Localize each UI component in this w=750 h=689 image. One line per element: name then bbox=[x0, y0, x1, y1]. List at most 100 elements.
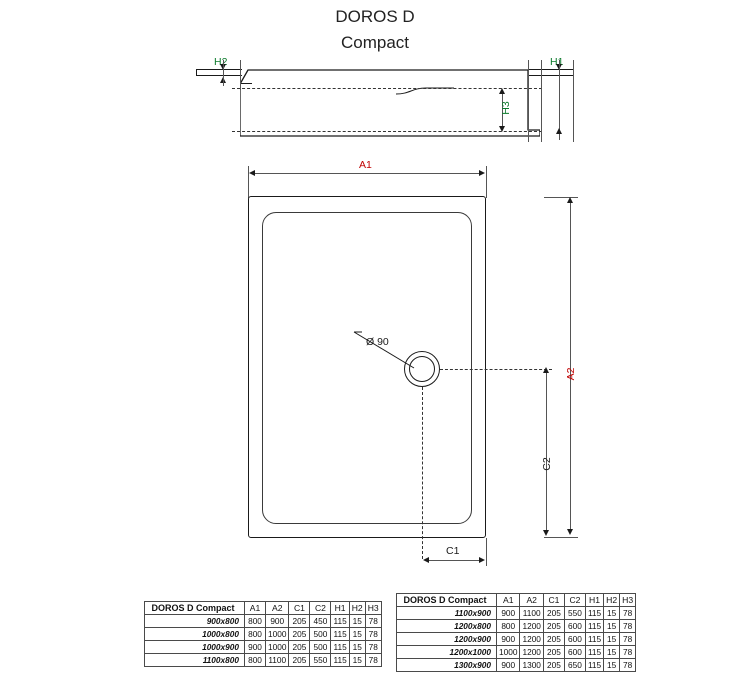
drain-outer-circle bbox=[404, 351, 440, 387]
cell-h2: 15 bbox=[603, 645, 621, 659]
cell-a1: 800 bbox=[495, 619, 521, 633]
cell-c2: 600 bbox=[563, 645, 586, 659]
cell-a1: 800 bbox=[244, 614, 266, 628]
cell-a2: 1200 bbox=[519, 632, 544, 646]
flange-left-bottom-line bbox=[196, 75, 242, 76]
extension-tick-right-b bbox=[541, 60, 542, 142]
cell-h1: 115 bbox=[584, 632, 605, 646]
header-c1: C1 bbox=[542, 593, 565, 607]
cell-c2: 600 bbox=[563, 619, 586, 633]
dim-a1-line bbox=[252, 173, 482, 174]
cell-h3: 78 bbox=[364, 640, 382, 654]
dim-h1-extension bbox=[559, 60, 560, 140]
cell-model: 1000x900 bbox=[144, 640, 245, 654]
cell-c2: 550 bbox=[309, 653, 332, 667]
extension-tick-right-c bbox=[573, 60, 574, 142]
header-a1: A1 bbox=[244, 601, 266, 615]
table-row: 1200x1000 1000 1200 205 600 115 15 78 bbox=[396, 645, 637, 659]
cell-c1: 205 bbox=[542, 645, 565, 659]
cell-h2: 15 bbox=[603, 606, 621, 620]
header-h3: H3 bbox=[364, 601, 382, 615]
dim-c1-label: C1 bbox=[446, 545, 460, 557]
tray-inner-basin bbox=[262, 212, 472, 524]
header-h3: H3 bbox=[619, 593, 637, 607]
drain-centerline-horizontal bbox=[440, 369, 552, 370]
cell-a2: 1100 bbox=[519, 606, 544, 620]
header-h1: H1 bbox=[330, 601, 350, 615]
spec-table-right: DOROS D Compact A1 A2 C1 C2 H1 H2 H3 110… bbox=[396, 593, 637, 672]
table-row: 1100x800 800 1100 205 550 115 15 78 bbox=[144, 653, 382, 667]
header-c2: C2 bbox=[563, 593, 586, 607]
dim-a1-arrow-left bbox=[249, 170, 255, 176]
cell-c2: 650 bbox=[563, 658, 586, 672]
cell-h3: 78 bbox=[364, 627, 382, 641]
cell-model: 1200x1000 bbox=[396, 645, 497, 659]
cell-c2: 450 bbox=[309, 614, 332, 628]
table-row: 1300x900 900 1300 205 650 115 15 78 bbox=[396, 658, 637, 672]
title-line-2: Compact bbox=[340, 33, 410, 52]
dim-a2-label: A2 bbox=[565, 367, 577, 381]
header-a1: A1 bbox=[495, 593, 521, 607]
dim-c1-arrow-right bbox=[479, 557, 485, 563]
cell-a1: 800 bbox=[244, 653, 266, 667]
cell-c1: 205 bbox=[288, 627, 311, 641]
table-row: 900x800 800 900 205 450 115 15 78 bbox=[144, 614, 382, 628]
cell-a2: 1300 bbox=[519, 658, 544, 672]
cell-h2: 15 bbox=[348, 614, 366, 628]
tray-outline bbox=[248, 196, 486, 538]
dim-c2-line bbox=[546, 372, 547, 534]
cell-h1: 115 bbox=[584, 658, 605, 672]
cell-model: 1300x900 bbox=[396, 658, 497, 672]
dim-c1-arrow-left bbox=[423, 557, 429, 563]
cell-c1: 205 bbox=[288, 614, 311, 628]
cell-c1: 205 bbox=[542, 658, 565, 672]
dim-h3-line bbox=[502, 92, 503, 128]
cell-c2: 500 bbox=[309, 640, 332, 654]
cell-h3: 78 bbox=[619, 619, 637, 633]
header-c2: C2 bbox=[309, 601, 332, 615]
cell-c1: 205 bbox=[288, 653, 311, 667]
cell-a2: 1200 bbox=[519, 645, 544, 659]
dim-a2-line bbox=[570, 201, 571, 533]
cell-a1: 800 bbox=[244, 627, 266, 641]
drain-diameter-label: Ø 90 bbox=[366, 336, 389, 348]
dim-a2-ext-bottom bbox=[544, 537, 578, 538]
table-row: 1100x900 900 1100 205 550 115 15 78 bbox=[396, 606, 637, 620]
cell-c1: 205 bbox=[542, 619, 565, 633]
cell-h1: 115 bbox=[584, 619, 605, 633]
dim-c1-ext-right bbox=[486, 538, 487, 566]
cell-h3: 78 bbox=[619, 658, 637, 672]
header-h2: H2 bbox=[348, 601, 366, 615]
extension-tick-left-a bbox=[240, 60, 241, 90]
cell-c2: 600 bbox=[563, 632, 586, 646]
tray-section-shoulder bbox=[240, 83, 252, 84]
cell-model: 1000x800 bbox=[144, 627, 245, 641]
cell-a1: 900 bbox=[495, 658, 521, 672]
cell-a2: 1200 bbox=[519, 619, 544, 633]
dim-a1-ext-right bbox=[486, 166, 487, 198]
cell-h2: 15 bbox=[348, 653, 366, 667]
cell-a2: 1000 bbox=[264, 640, 290, 654]
construction-line-top bbox=[232, 88, 542, 89]
cell-a1: 900 bbox=[495, 632, 521, 646]
cell-a1: 1000 bbox=[495, 645, 521, 659]
dim-c2-label: C2 bbox=[541, 457, 553, 471]
cell-h1: 115 bbox=[330, 653, 350, 667]
dim-h1-arrow-up bbox=[556, 128, 562, 134]
cell-model: 900x800 bbox=[144, 614, 245, 628]
cell-h2: 15 bbox=[603, 619, 621, 633]
tray-section-outline bbox=[240, 69, 540, 137]
header-h2: H2 bbox=[603, 593, 621, 607]
header-h1: H1 bbox=[584, 593, 605, 607]
flange-right-top-line bbox=[528, 69, 574, 70]
table-row: 1000x900 900 1000 205 500 115 15 78 bbox=[144, 640, 382, 654]
cell-h2: 15 bbox=[348, 627, 366, 641]
cell-h1: 115 bbox=[330, 640, 350, 654]
flange-right-bottom-line bbox=[528, 75, 574, 76]
drain-centerline-vertical bbox=[422, 387, 423, 559]
spec-table-left: DOROS D Compact A1 A2 C1 C2 H1 H2 H3 900… bbox=[144, 601, 382, 667]
dim-c1-line bbox=[426, 560, 482, 561]
dim-a1-arrow-right bbox=[479, 170, 485, 176]
cell-c2: 550 bbox=[563, 606, 586, 620]
cell-h3: 78 bbox=[364, 614, 382, 628]
